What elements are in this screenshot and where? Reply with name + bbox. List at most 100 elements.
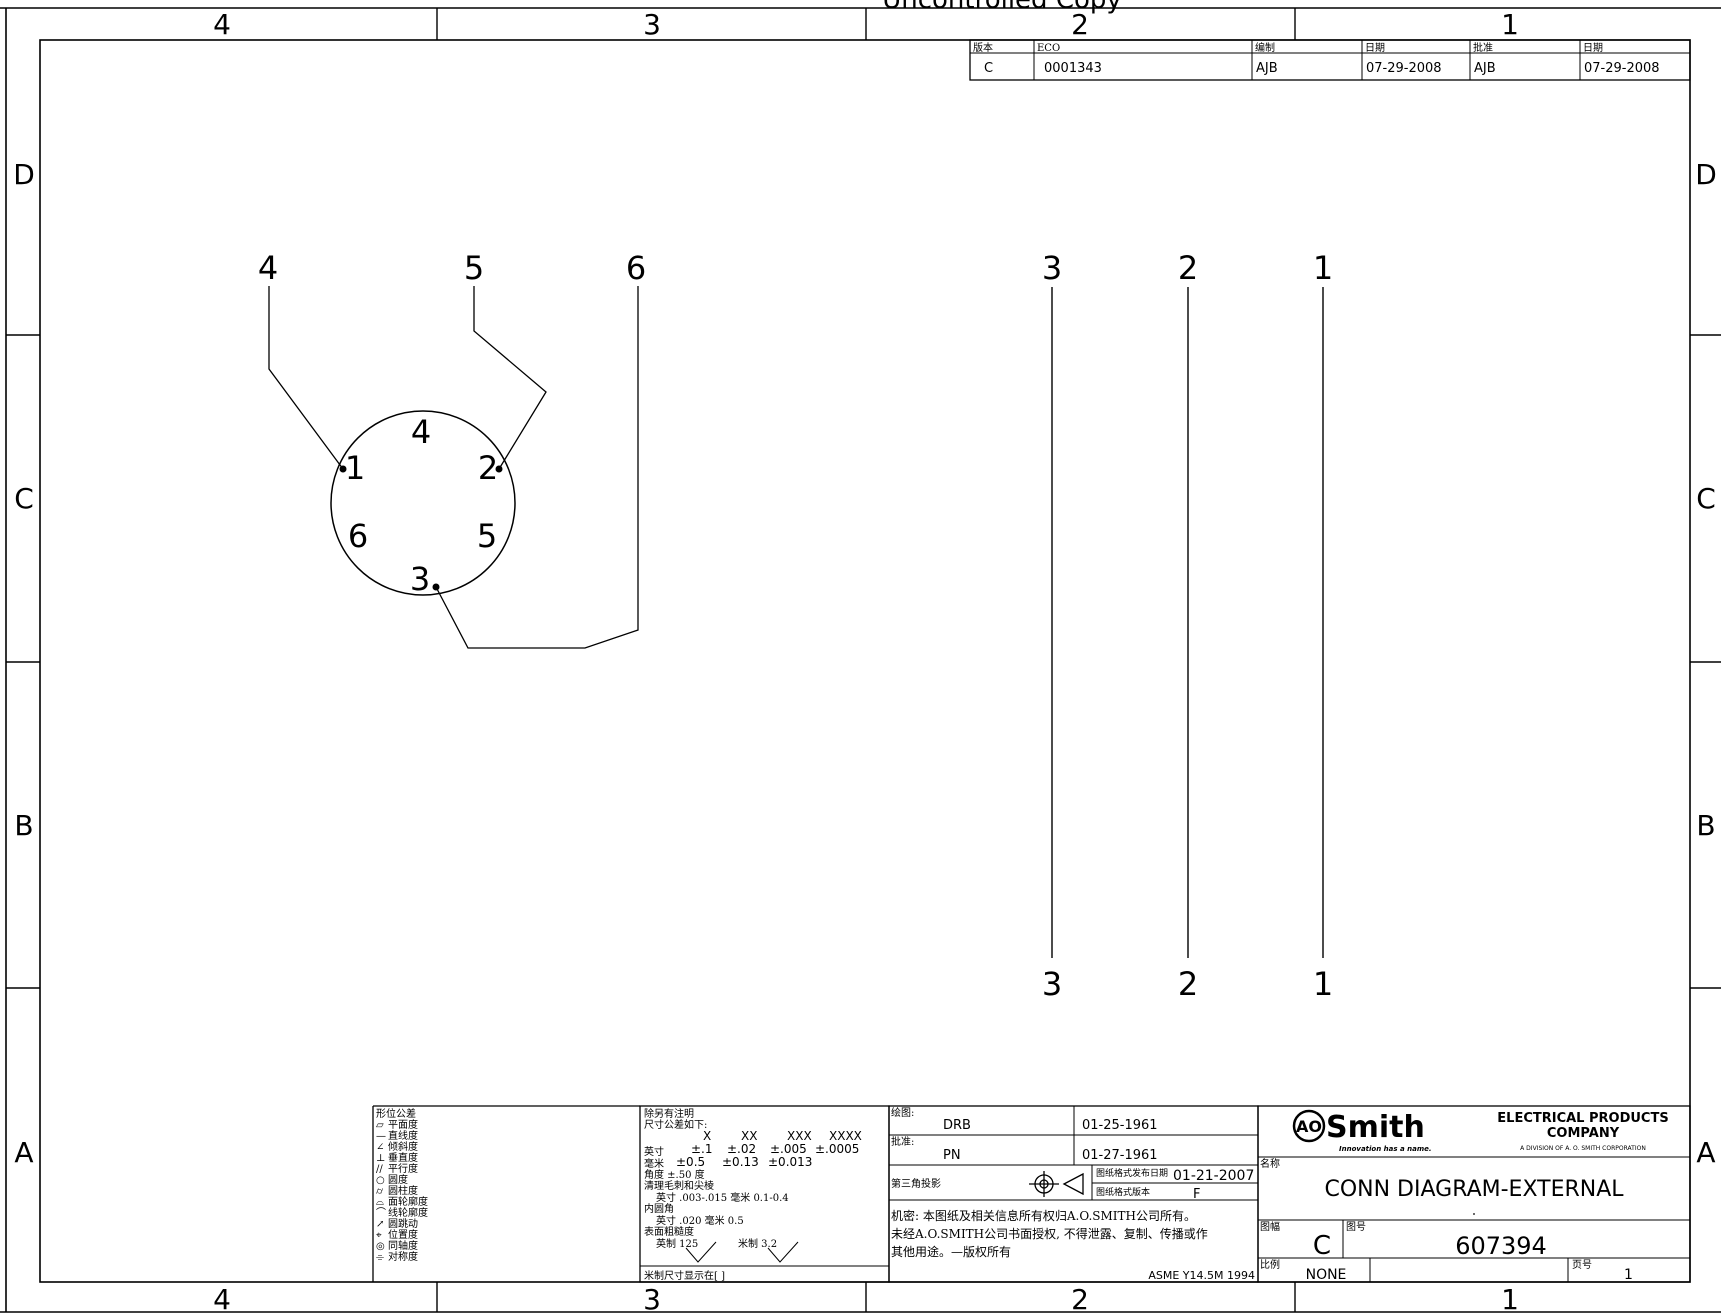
sheet-number: 1 xyxy=(1624,1267,1633,1283)
drawn-label: 绘图: xyxy=(891,1106,914,1119)
drawing-scale: NONE xyxy=(1306,1267,1347,1283)
tolerance-note-1: 除另有注明 xyxy=(644,1107,694,1120)
scale-label: 比例 xyxy=(1260,1258,1280,1271)
tolerance-mm-x: ±0.5 xyxy=(676,1155,705,1169)
gdt-symbol: ⌖ xyxy=(376,1230,382,1241)
approved-date: 01-27-1961 xyxy=(1082,1148,1158,1163)
zone-row-right-c: C xyxy=(1696,482,1716,515)
rev-header-date2: 日期 xyxy=(1583,42,1603,54)
rev-header-date1: 日期 xyxy=(1365,42,1385,54)
wire-label-4: 4 xyxy=(258,249,278,287)
gdt-item: 圆跳动 xyxy=(388,1217,418,1230)
wire-6 xyxy=(435,286,639,649)
tolerance-metric-note: 米制尺寸显示在[ ] xyxy=(644,1269,725,1282)
gdt-symbol: — xyxy=(376,1131,386,1142)
tolerance-col-x: X xyxy=(703,1129,711,1143)
zone-col-top-1: 1 xyxy=(1501,8,1519,41)
format-date: 01-21-2007 xyxy=(1173,1168,1254,1184)
connector-circle xyxy=(330,410,516,596)
rev-value-approved: AJB xyxy=(1474,61,1496,76)
gdt-item: 直线度 xyxy=(388,1129,418,1142)
logo-smith: Smith xyxy=(1326,1110,1425,1145)
gdt-symbol: ∠ xyxy=(376,1142,384,1153)
gdt-item: 圆度 xyxy=(388,1173,408,1186)
wire-4 xyxy=(268,286,344,470)
zone-col-bottom-3: 3 xyxy=(643,1283,661,1315)
name-label: 名称 xyxy=(1260,1157,1280,1170)
approved-by: PN xyxy=(943,1148,961,1163)
roughness-check-icon xyxy=(685,1241,799,1263)
tolerance-inch-xxx: ±.005 xyxy=(770,1142,807,1156)
gdt-item: 平行度 xyxy=(388,1162,418,1175)
tolerance-mm-xx: ±0.13 xyxy=(722,1155,759,1169)
zone-col-top-3: 3 xyxy=(643,8,661,41)
drawing-size: C xyxy=(1313,1231,1331,1261)
approval-block: 绘图: 批准: 第三角投影 图纸格式发布日期 图纸格式版本 DRB 01-25-… xyxy=(888,1105,1259,1283)
rev-header-approved: 批准 xyxy=(1473,41,1493,54)
lead-bottom-label-1: 1 xyxy=(1313,965,1333,1003)
lead-bottom-label-2: 2 xyxy=(1178,965,1198,1003)
confidential-line-3: 其他用途。—版权所有 xyxy=(891,1244,1011,1259)
lead-top-label-3: 3 xyxy=(1042,249,1062,287)
format-rev: F xyxy=(1193,1187,1200,1202)
zone-row-left-c: C xyxy=(14,482,34,515)
pin-dot-1 xyxy=(339,465,347,473)
tolerance-col-xxx: XXX xyxy=(787,1129,812,1143)
gdt-symbol: ⌭ xyxy=(376,1186,384,1197)
tolerance-mm-label: 毫米 xyxy=(644,1157,664,1170)
gdt-symbol: ⊥ xyxy=(376,1153,385,1164)
gdt-item: 倾斜度 xyxy=(388,1140,418,1153)
tolerance-fillet-values: 英寸 .020 毫米 0.5 xyxy=(656,1214,744,1227)
tolerance-inch-xxxx: ±.0005 xyxy=(815,1142,859,1156)
gdt-title: 形位公差 xyxy=(376,1107,416,1120)
tolerance-rough-inch: 英制 125 xyxy=(656,1237,698,1250)
wire-label-6: 6 xyxy=(626,249,646,287)
gdt-legend: 形位公差 ▱ 平面度 — 直线度 ∠ 倾斜度 ⊥ 垂直度 // 平行度 ○ 圆度… xyxy=(372,1105,640,1282)
tolerance-inch-x: ±.1 xyxy=(691,1142,713,1156)
zone-row-left-a: A xyxy=(14,1136,33,1169)
zone-col-bottom-1: 1 xyxy=(1501,1283,1519,1315)
rev-value-rev: C xyxy=(984,61,993,76)
gdt-item: 位置度 xyxy=(388,1228,418,1241)
gdt-item: 圆柱度 xyxy=(388,1184,418,1197)
confidential-line-1: 机密: 本图纸及相关信息所有权归A.O.SMITH公司所有。 xyxy=(891,1208,1196,1223)
format-date-label: 图纸格式发布日期 xyxy=(1096,1167,1168,1179)
rev-value-date1: 07-29-2008 xyxy=(1366,61,1442,76)
pin-label-4: 4 xyxy=(411,413,431,451)
gdt-item: 垂直度 xyxy=(388,1151,418,1164)
rev-value-date2: 07-29-2008 xyxy=(1584,61,1660,76)
zone-row-left-d: D xyxy=(13,158,35,191)
sheet-label: 页号 xyxy=(1572,1259,1592,1271)
logo-tagline: Innovation has a name. xyxy=(1339,1145,1432,1153)
wire-5 xyxy=(473,286,547,470)
company-division: A DIVISION OF A. O. SMITH CORPORATION xyxy=(1520,1145,1646,1152)
pin-label-5: 5 xyxy=(477,517,497,555)
drawn-by: DRB xyxy=(943,1118,971,1133)
rev-header-drawn: 编制 xyxy=(1255,41,1275,54)
projection-label: 第三角投影 xyxy=(891,1177,941,1190)
third-angle-projection-icon xyxy=(1029,1171,1084,1197)
zone-col-bottom-2: 2 xyxy=(1071,1283,1089,1315)
rev-header-eco: ECO xyxy=(1037,43,1060,54)
tolerance-roughness: 表面粗糙度 xyxy=(644,1225,694,1238)
gdt-item: 同轴度 xyxy=(388,1239,418,1252)
gdt-item: 面轮廓度 xyxy=(388,1195,428,1208)
revision-block: 版本 ECO 编制 日期 批准 日期 C 0001343 AJB 07-29-2… xyxy=(969,39,1691,81)
number-label: 图号 xyxy=(1346,1221,1366,1233)
tolerance-rough-mm: 米制 3.2 xyxy=(738,1237,777,1250)
gdt-symbol: ⌒ xyxy=(376,1207,386,1219)
rev-value-drawn: AJB xyxy=(1256,61,1278,76)
gdt-item: 线轮廓度 xyxy=(388,1206,428,1219)
gdt-item: 平面度 xyxy=(388,1118,418,1131)
pin-label-1: 1 xyxy=(345,449,365,487)
gdt-symbol: ▱ xyxy=(376,1120,384,1131)
lead-top-label-1: 1 xyxy=(1313,249,1333,287)
drawing-number: 607394 xyxy=(1455,1232,1547,1260)
zone-col-bottom-4: 4 xyxy=(213,1283,231,1315)
pin-dot-2 xyxy=(495,465,503,473)
tolerance-block: 除另有注明 尺寸公差如下: X XX XXX XXXX 英寸 ±.1 ±.02 … xyxy=(639,1105,890,1283)
tolerance-inch-label: 英寸 xyxy=(644,1145,664,1158)
tolerance-col-xxxx: XXXX xyxy=(829,1129,862,1143)
tolerance-inch-xx: ±.02 xyxy=(727,1142,756,1156)
logo-ao: AO xyxy=(1296,1117,1322,1136)
